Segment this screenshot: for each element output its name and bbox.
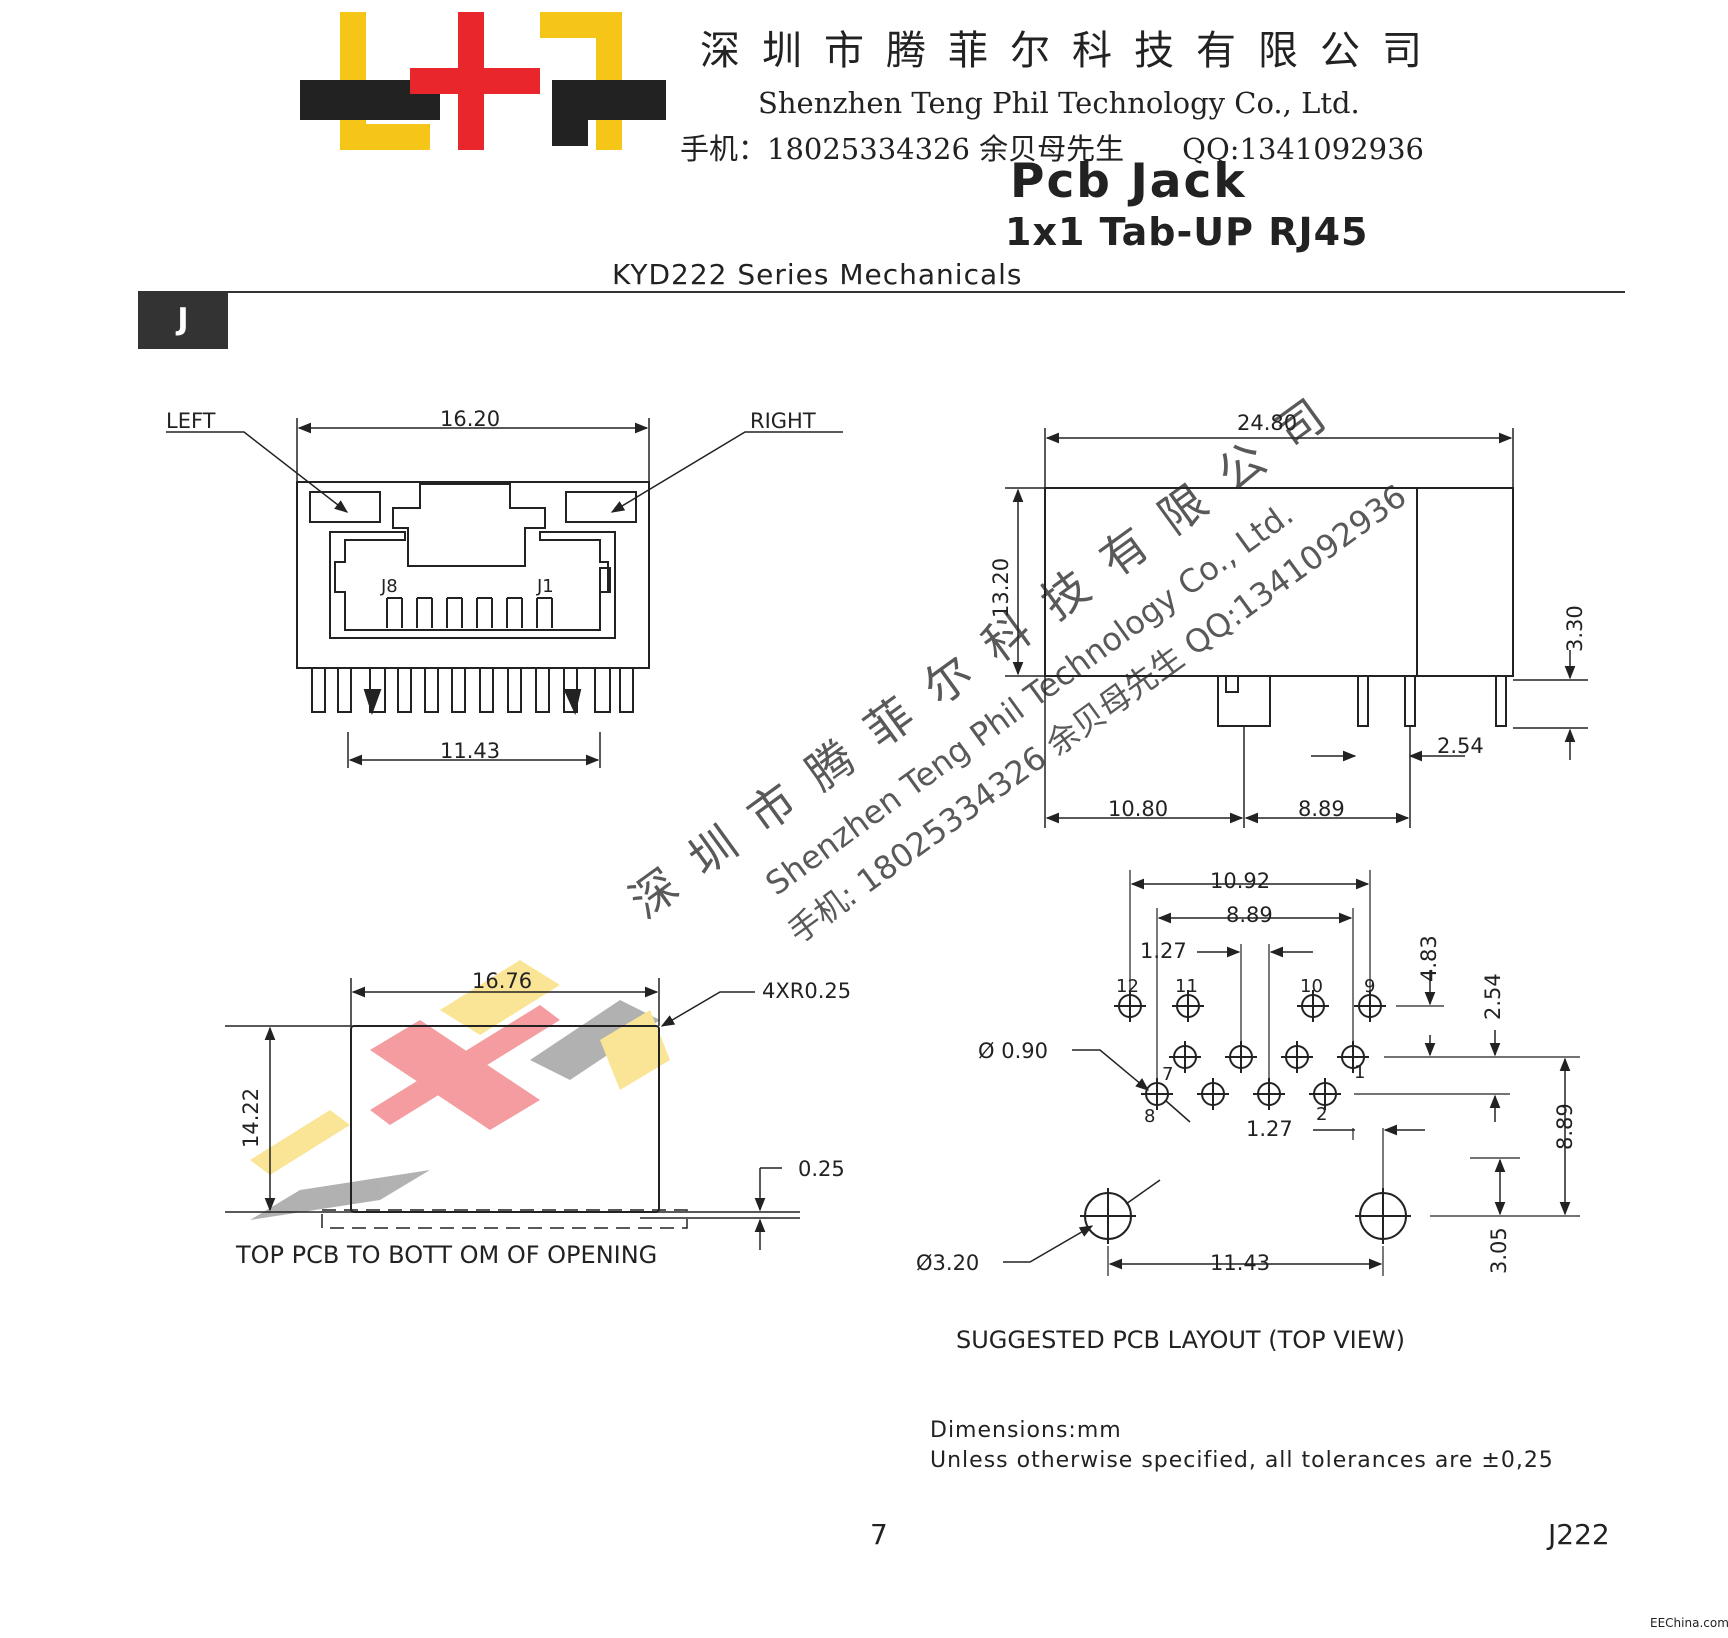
- watermark-cn: 深 圳 市 腾 菲 尔 科 技 有 限 公 司: [620, 385, 1340, 929]
- dim-pcb-outer-span: 10.92: [1210, 869, 1270, 893]
- dim-pcb-post-span: 11.43: [1210, 1251, 1270, 1275]
- document-id: J222: [1548, 1518, 1610, 1551]
- dim-panel-offset: 0.25: [798, 1157, 845, 1181]
- pcb-hole-3: [1281, 1041, 1313, 1073]
- pin-number-11: 11: [1175, 976, 1198, 997]
- pcb-hole-1: [1337, 1041, 1369, 1073]
- pin-number-7: 7: [1162, 1064, 1173, 1085]
- page-number: 7: [870, 1518, 888, 1551]
- company-logo: [300, 12, 666, 150]
- pcb-hole-8: [1141, 1078, 1173, 1110]
- pcb-hole-2: [1309, 1078, 1341, 1110]
- label-right: RIGHT: [750, 409, 816, 433]
- pcb-hole-12: [1114, 990, 1146, 1022]
- units-note: Dimensions:mm: [930, 1418, 1122, 1443]
- pcb-hole-6: [1197, 1078, 1229, 1110]
- pin-number-2: 2: [1316, 1104, 1327, 1125]
- dim-pcb-pitch-top: 1.27: [1140, 939, 1187, 963]
- series-title: KYD222 Series Mechanicals: [612, 258, 1023, 291]
- pcb-hole-7: [1169, 1041, 1201, 1073]
- pcb-hole-10: [1297, 990, 1329, 1022]
- dim-pcb-inner-span: 8.89: [1226, 903, 1273, 927]
- corner-radius-note: 4XR0.25: [762, 979, 851, 1003]
- dim-side-pin-pitch: 2.54: [1437, 734, 1484, 758]
- pin-number-10: 10: [1300, 976, 1323, 997]
- dim-pcb-post-offset: 8.89: [1553, 1103, 1577, 1150]
- header-rule: [138, 291, 1625, 293]
- hole-large-note: Ø3.20: [916, 1251, 979, 1275]
- pin-number-9: 9: [1364, 976, 1375, 997]
- product-subtitle: 1x1 Tab-UP RJ45: [1005, 210, 1369, 254]
- dim-pcb-row-offset: 2.54: [1481, 973, 1505, 1020]
- company-name-english: Shenzhen Teng Phil Technology Co., Ltd.: [758, 86, 1360, 120]
- pin-label-j1: J1: [536, 576, 554, 597]
- contact-info: 手机：18025334326 余贝母先生 QQ:1341092936: [680, 132, 1425, 166]
- section-badge: J: [138, 291, 228, 349]
- company-name-chinese: 深圳市腾菲尔科技有限公司: [700, 28, 1444, 74]
- product-title: Pcb Jack: [1010, 154, 1247, 209]
- pin-number-1: 1: [1354, 1062, 1365, 1083]
- dim-side-length: 24.80: [1237, 411, 1297, 435]
- source-credit: EEChina.com: [1650, 1616, 1728, 1630]
- dim-panel-width: 16.76: [472, 969, 532, 993]
- dim-side-height: 13.20: [989, 558, 1013, 618]
- dim-side-post-to-pin: 8.89: [1298, 797, 1345, 821]
- watermark-en: Shenzhen Teng Phil Technology Co., Ltd.: [759, 495, 1301, 903]
- dim-side-front-to-post: 10.80: [1108, 797, 1168, 821]
- panel-view: [225, 978, 800, 1250]
- dim-pcb-pitch-bottom: 1.27: [1246, 1117, 1293, 1141]
- hole-small-note: Ø 0.90: [978, 1039, 1048, 1063]
- pcb-hole-5: [1225, 1041, 1257, 1073]
- pcb-hole-11: [1172, 990, 1204, 1022]
- front-view: [166, 418, 843, 768]
- pin-number-8: 8: [1144, 1106, 1155, 1127]
- pcb-layout: [1003, 870, 1580, 1276]
- dim-front-pin-span: 11.43: [440, 739, 500, 763]
- pin-number-12: 12: [1116, 976, 1139, 997]
- pcb-post-right: [1355, 1188, 1411, 1244]
- dim-panel-height: 14.22: [239, 1088, 263, 1148]
- dim-side-pin-length: 3.30: [1563, 605, 1587, 652]
- dim-pcb-post-row: 3.05: [1487, 1227, 1511, 1274]
- pcb-hole-9: [1354, 990, 1386, 1022]
- label-left: LEFT: [166, 409, 216, 433]
- pcb-post-left: [1080, 1188, 1136, 1244]
- pcb-hole-4: [1253, 1078, 1285, 1110]
- watermark-logo: [250, 960, 670, 1220]
- dim-front-width: 16.20: [440, 407, 500, 431]
- pcb-layout-caption: SUGGESTED PCB LAYOUT (TOP VIEW): [956, 1326, 1405, 1354]
- panel-caption: TOP PCB TO BOTT OM OF OPENING: [235, 1241, 657, 1269]
- watermark-text: 深 圳 市 腾 菲 尔 科 技 有 限 公 司 Shenzhen Teng Ph…: [620, 385, 1414, 951]
- side-view: [1005, 428, 1588, 828]
- pin-label-j8: J8: [380, 576, 398, 597]
- tolerance-note: Unless otherwise specified, all toleranc…: [930, 1448, 1554, 1473]
- dim-pcb-led-offset: 4.83: [1417, 935, 1441, 982]
